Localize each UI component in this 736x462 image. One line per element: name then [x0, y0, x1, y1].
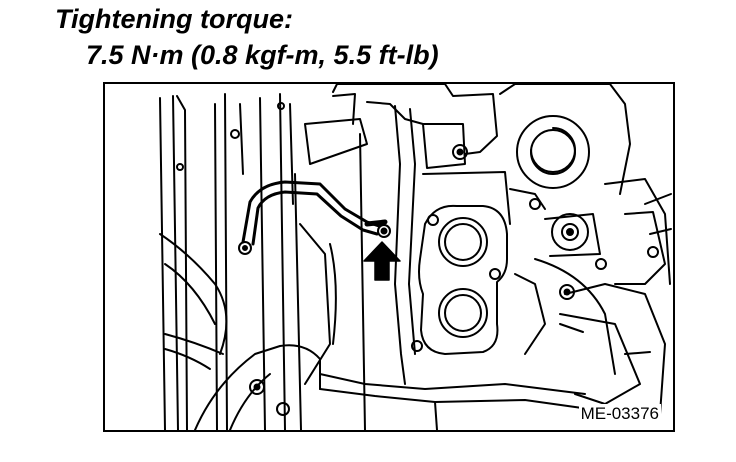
heading: Tightening torque: — [55, 4, 293, 34]
torque-spec: 7.5 N·m (0.8 kgf-m, 5.5 ft-lb) — [86, 40, 439, 70]
engine-line-drawing — [159, 84, 672, 430]
figure-id: ME-03376 — [578, 404, 661, 424]
engine-illustration: ME-03376 — [103, 82, 675, 432]
pointer-arrow-icon — [363, 241, 401, 281]
